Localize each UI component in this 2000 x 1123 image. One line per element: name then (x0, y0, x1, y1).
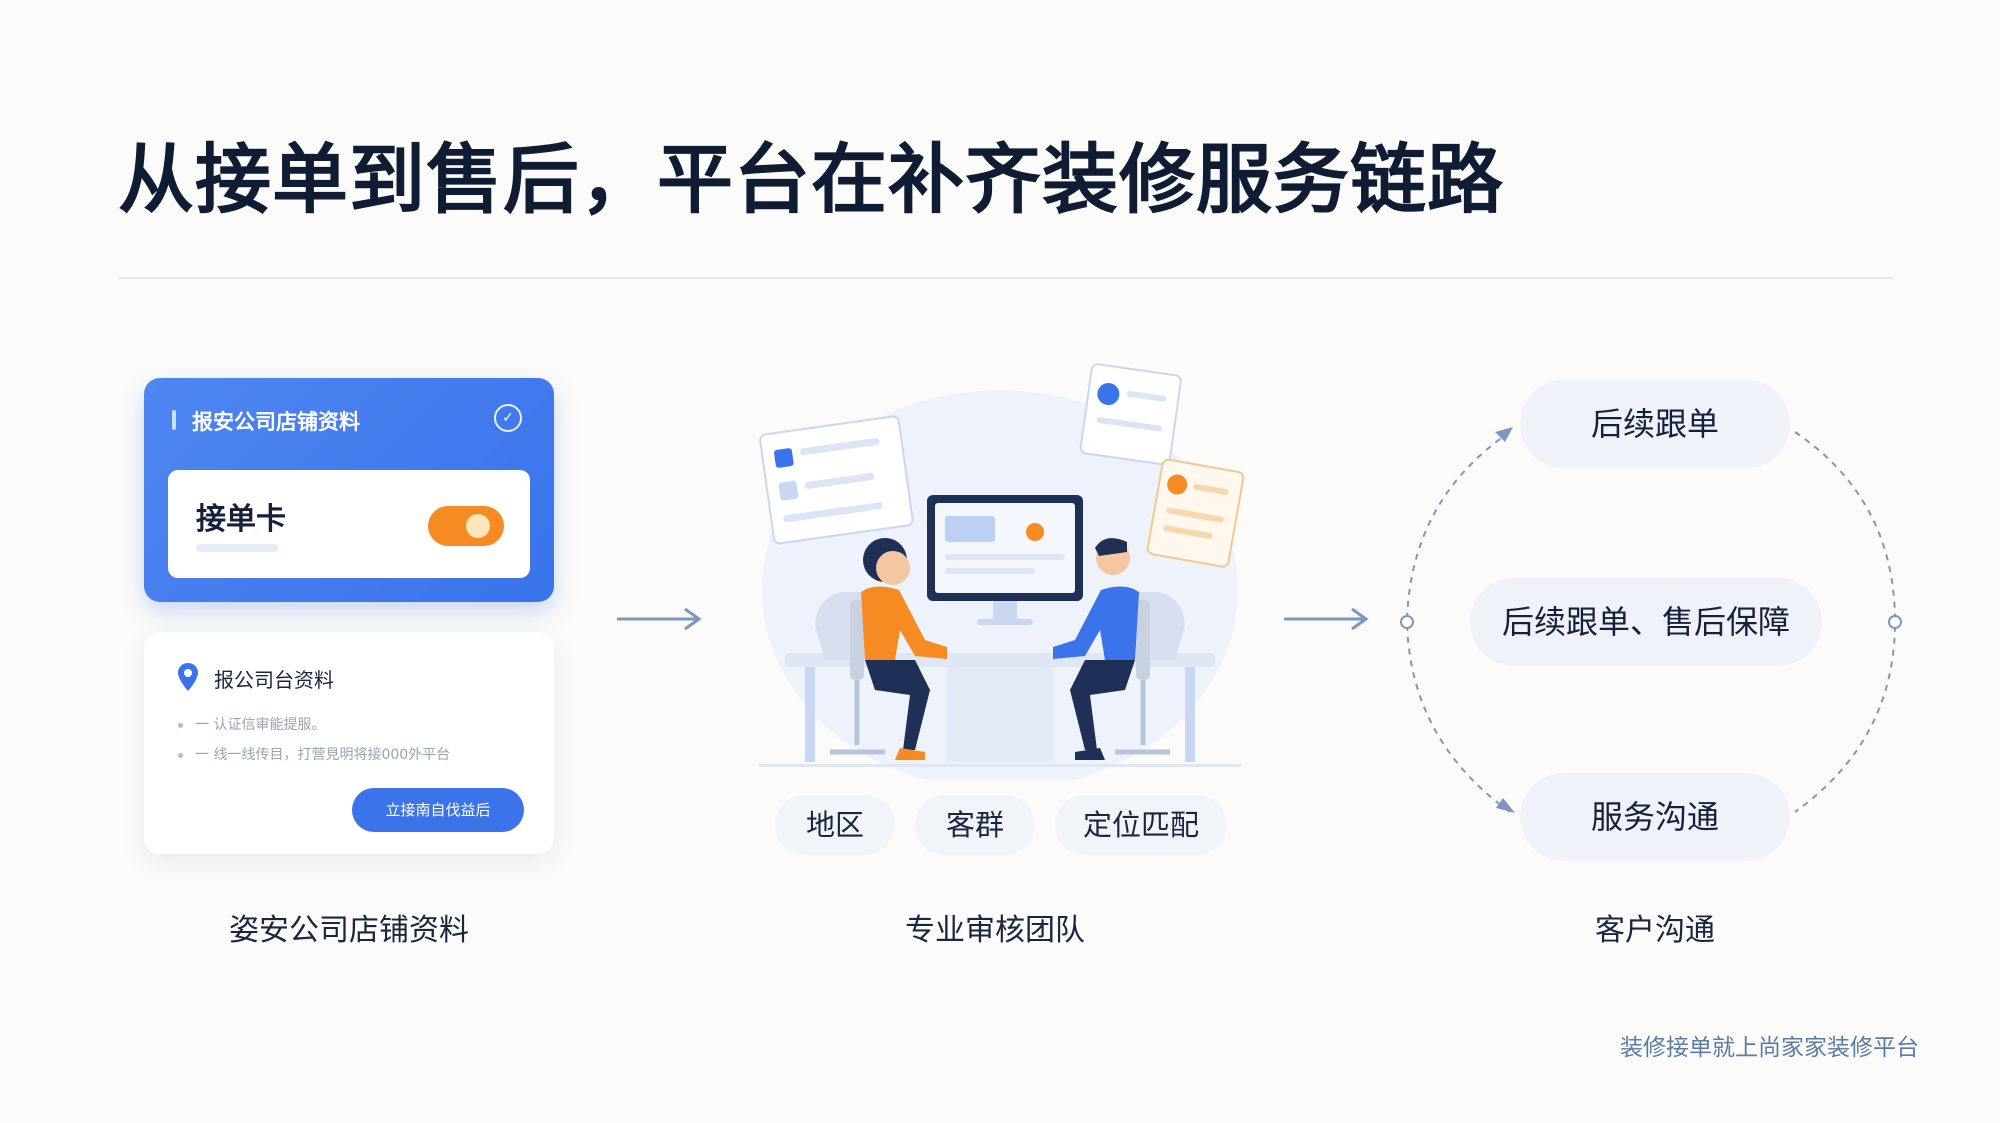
info-bullet: 一 线一线传目，打营見明将接000外平台 (178, 744, 450, 764)
tag-region: 地区 (775, 795, 895, 855)
store-profile-card: 报安公司店铺资料 ✓ 接单卡 (144, 378, 554, 602)
tag-positioning-match: 定位匹配 (1055, 795, 1227, 855)
right-caption: 客户沟通 (1595, 913, 1715, 948)
order-card-placeholder-line (196, 544, 278, 552)
left-caption: 姿安公司店铺资料 (229, 913, 469, 948)
service-cycle-diagram (1400, 427, 1902, 813)
order-card-title: 接单卡 (196, 502, 286, 537)
check-circle-icon[interactable]: ✓ (494, 404, 522, 432)
title-divider (118, 277, 1893, 279)
tag-customer-group: 客群 (915, 795, 1035, 855)
info-bullet-text: 一 认证信审能提服。 (195, 717, 326, 733)
card-accent-bar (172, 410, 176, 430)
bullet-dot (178, 752, 183, 758)
order-toggle[interactable] (428, 506, 504, 546)
pill-follow-up: 后续跟单 (1520, 380, 1790, 468)
info-bullet: 一 认证信审能提服。 (178, 714, 325, 734)
review-team-illustration (759, 363, 1245, 780)
pill-follow-up-aftersales: 后续跟单、售后保障 (1470, 578, 1822, 666)
pill-service-communication: 服务沟通 (1520, 773, 1790, 861)
company-info-card-title: 报公司台资料 (214, 668, 334, 692)
flow-arrow-icon (1284, 607, 1369, 631)
store-profile-card-title: 报安公司店铺资料 (192, 410, 360, 434)
bullet-dot (178, 722, 183, 728)
company-info-card: 报公司台资料 一 认证信审能提服。 一 线一线传目，打营見明将接000外平台 立… (144, 632, 554, 854)
flow-arrow-icon (617, 607, 702, 631)
info-bullet-text: 一 线一线传目，打营見明将接000外平台 (195, 747, 451, 763)
cta-button[interactable]: 立接南自伐益后 (352, 788, 524, 832)
middle-caption: 专业审核团队 (905, 913, 1085, 948)
page-title: 从接单到售后，平台在补齐装修服务链路 (118, 135, 1504, 224)
order-card: 接单卡 (168, 470, 530, 578)
toggle-knob (466, 514, 490, 538)
location-pin-icon (178, 663, 198, 691)
footer-tagline: 装修接单就上尚家家装修平台 (1620, 1035, 1919, 1061)
